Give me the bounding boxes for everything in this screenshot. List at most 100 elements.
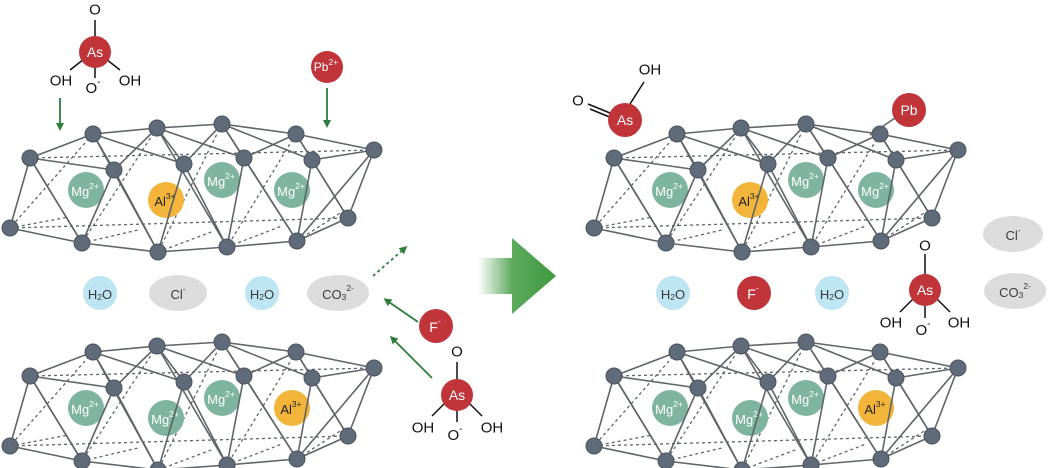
svg-text:Mg2+: Mg2+ bbox=[655, 181, 683, 199]
hydroxide-node bbox=[1, 219, 19, 237]
hydroxide-node bbox=[733, 243, 751, 261]
hydroxide-node bbox=[668, 125, 686, 143]
hydroxide-node bbox=[288, 232, 306, 250]
hydroxide-node bbox=[218, 238, 236, 256]
hydroxide-node bbox=[105, 379, 123, 397]
hydroxide-node bbox=[657, 452, 675, 468]
hydroxide-node bbox=[73, 234, 91, 252]
svg-text:Mg2+: Mg2+ bbox=[207, 171, 235, 189]
svg-text:Mg2+: Mg2+ bbox=[791, 389, 819, 407]
o-minus-label: O- bbox=[85, 77, 100, 97]
hydroxide-node bbox=[605, 149, 623, 167]
ldh-layers: Mg2+ Al3+ Mg2+ Mg2+ Mg2+ Mg2+ Mg2+ Al3+ Mg2+ Al3+… bbox=[1, 115, 967, 468]
svg-text:F-: F- bbox=[429, 316, 441, 335]
hydroxide-node bbox=[923, 427, 941, 445]
svg-text:CO32-: CO32- bbox=[322, 283, 354, 302]
svg-text:O: O bbox=[572, 93, 584, 110]
hydroxide-node bbox=[797, 333, 815, 351]
svg-text:F-: F- bbox=[747, 283, 759, 302]
hydroxide-node bbox=[585, 437, 603, 455]
hydroxide-node bbox=[802, 238, 820, 256]
arsenate-top-left: As O OH OH O- bbox=[50, 2, 142, 97]
hydroxide-node bbox=[288, 450, 306, 468]
water-molecule-3: H2O bbox=[656, 276, 690, 310]
arsenate-bottom: As O OH OH O- bbox=[412, 344, 504, 444]
hydroxide-node bbox=[797, 115, 815, 133]
hydroxide-node bbox=[657, 234, 675, 252]
hydroxide-node bbox=[365, 359, 383, 377]
svg-text:As: As bbox=[617, 112, 633, 128]
carbonate-ion-left: CO32- bbox=[307, 275, 369, 311]
svg-text:H2O: H2O bbox=[661, 287, 685, 303]
hydroxide-node bbox=[872, 232, 890, 250]
hydroxide-node bbox=[887, 369, 905, 387]
svg-text:H2O: H2O bbox=[250, 287, 274, 303]
arrow-arsenate-in bbox=[389, 335, 433, 379]
svg-text:Mg2+: Mg2+ bbox=[71, 181, 99, 199]
ldh-layer: Mg2+ Mg2+ Mg2+ Al3+ bbox=[585, 333, 967, 468]
svg-text:O: O bbox=[919, 238, 931, 255]
ldh-layer: Mg2+ Al3+ Mg2+ Mg2+ bbox=[1, 115, 383, 261]
magnesium-ion: Mg2+ bbox=[858, 172, 894, 208]
svg-text:Mg2+: Mg2+ bbox=[655, 399, 683, 417]
svg-text:Mg2+: Mg2+ bbox=[791, 171, 819, 189]
aluminum-ion: Al3+ bbox=[732, 182, 768, 218]
hydroxide-node bbox=[949, 359, 967, 377]
svg-text:H2O: H2O bbox=[88, 287, 112, 303]
ldh-layer: Mg2+Mg2+Mg2+Al3+ bbox=[1, 333, 383, 468]
hydroxide-node bbox=[149, 243, 167, 261]
hydroxide-node bbox=[365, 141, 383, 159]
hydroxide-node bbox=[605, 367, 623, 385]
svg-text:Al3+: Al3+ bbox=[280, 399, 301, 417]
pb2-label: Pb2+ bbox=[314, 57, 338, 74]
magnesium-ion: Mg2+ bbox=[732, 400, 768, 436]
hydroxide-node bbox=[213, 333, 231, 351]
svg-text:Mg2+: Mg2+ bbox=[277, 181, 305, 199]
aluminum-ion: Al3+ bbox=[858, 390, 894, 426]
hydroxide-node bbox=[235, 367, 253, 385]
hydroxide-node bbox=[21, 367, 39, 385]
svg-text:OH: OH bbox=[412, 420, 435, 437]
hydroxide-node bbox=[732, 337, 750, 355]
ldh-layer: Mg2+ Al3+ Mg2+ Mg2+ bbox=[585, 115, 967, 261]
svg-text:As: As bbox=[449, 387, 465, 403]
hydroxide-node bbox=[733, 461, 751, 468]
svg-text:OH: OH bbox=[639, 62, 662, 79]
fluoride-ion-left: F- bbox=[419, 309, 453, 343]
arsenate-intercalated: As O OH OH O- bbox=[880, 238, 971, 339]
hydroxide-node bbox=[1, 437, 19, 455]
lead-ion-left: Pb2+ bbox=[311, 51, 343, 83]
hydroxide-node bbox=[759, 155, 777, 173]
hydroxide-node bbox=[949, 141, 967, 159]
hydroxide-node bbox=[585, 219, 603, 237]
hydroxide-node bbox=[287, 125, 305, 143]
svg-text:Al3+: Al3+ bbox=[864, 399, 885, 417]
hydroxide-node bbox=[668, 343, 686, 361]
aluminum-ion: Al3+ bbox=[148, 182, 184, 218]
hydroxide-node bbox=[339, 427, 357, 445]
arrow-carbonate-out bbox=[372, 246, 408, 277]
svg-text:OH: OH bbox=[880, 315, 903, 332]
adsorbed-lead: Pb bbox=[869, 93, 926, 136]
svg-text:Pb: Pb bbox=[900, 102, 917, 118]
hydroxide-node bbox=[819, 367, 837, 385]
svg-text:O-: O- bbox=[447, 424, 462, 444]
svg-text:Mg2+: Mg2+ bbox=[71, 399, 99, 417]
hydroxide-node bbox=[923, 209, 941, 227]
fluoride-ion-intercalated: F- bbox=[737, 276, 771, 310]
magnesium-ion: Mg2+ bbox=[788, 162, 824, 198]
hydroxide-node bbox=[871, 343, 889, 361]
hydroxide-node bbox=[218, 456, 236, 468]
oh-label: OH bbox=[119, 73, 142, 90]
hydroxide-node bbox=[872, 450, 890, 468]
hydroxide-node bbox=[303, 151, 321, 169]
svg-text:H2O: H2O bbox=[820, 287, 844, 303]
carbonate-ion-right: CO32- bbox=[984, 273, 1046, 309]
hydroxide-node bbox=[213, 115, 231, 133]
svg-text:OH: OH bbox=[948, 315, 971, 332]
hydroxide-node bbox=[84, 343, 102, 361]
hydroxide-node bbox=[175, 373, 193, 391]
chloride-ion-right: Cl- bbox=[983, 216, 1043, 252]
svg-text:O: O bbox=[451, 344, 463, 361]
